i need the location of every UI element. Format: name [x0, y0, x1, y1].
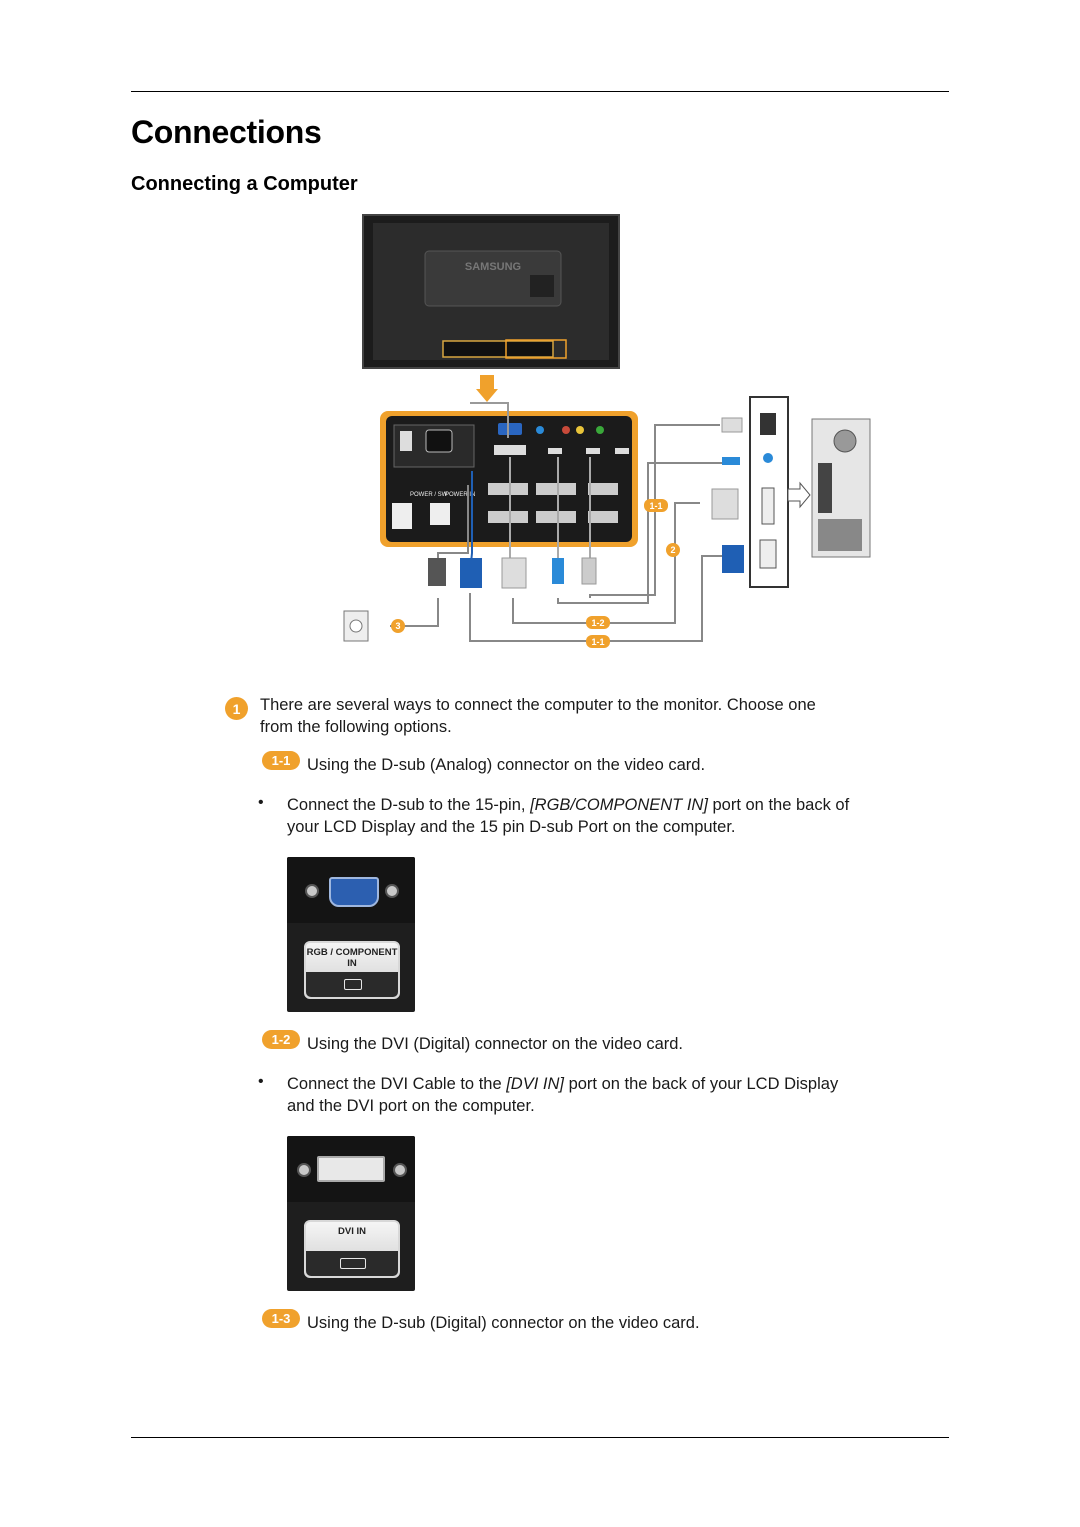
step-1-badge: 1	[225, 697, 248, 720]
bullet-1-2: •	[258, 1073, 264, 1090]
dvi-port-name: [DVI IN]	[506, 1075, 564, 1093]
page-title: Connections	[131, 114, 322, 150]
svg-text:1-1: 1-1	[649, 501, 662, 511]
option-1-1-text: Using the D-sub (Analog) connector on th…	[307, 756, 706, 774]
svg-text:1-2: 1-2	[591, 618, 604, 628]
computer-ports-panel	[749, 396, 811, 588]
section-title: Connecting a Computer	[131, 173, 358, 195]
bottom-rule	[131, 1437, 949, 1438]
monitor-back-image: SAMSUNG	[362, 214, 620, 369]
pc-tower-icon	[811, 418, 871, 558]
connection-diagram: SAMSUNG POWER / SW POWER IN	[343, 214, 871, 648]
monitor-brand: SAMSUNG	[465, 261, 521, 273]
step-1-text: There are several ways to connect the co…	[260, 696, 816, 736]
pc-side-plugs	[711, 417, 744, 573]
option-1-3-text: Using the D-sub (Digital) connector on t…	[307, 1314, 700, 1332]
rgb-component-label: RGB / COMPONENT IN	[306, 947, 398, 969]
option-1-2-badge: 1-2	[262, 1030, 300, 1049]
svg-text:POWER / SW: POWER / SW	[410, 492, 448, 498]
rgb-component-port-name: [RGB/COMPONENT IN]	[530, 796, 708, 814]
dvi-port-image: DVI IN	[287, 1136, 415, 1291]
bullet-1-1: •	[258, 794, 264, 811]
wall-outlet-icon	[343, 610, 369, 642]
dvi-in-label: DVI IN	[338, 1226, 366, 1237]
rgb-component-port-image: RGB / COMPONENT IN	[287, 857, 415, 1012]
svg-text:1-1: 1-1	[591, 637, 604, 647]
option-1-2-instruction: Connect the DVI Cable to the [DVI IN] po…	[287, 1075, 839, 1115]
svg-text:2: 2	[670, 545, 675, 555]
option-1-1-instruction: Connect the D-sub to the 15-pin, [RGB/CO…	[287, 796, 850, 836]
option-1-3-badge: 1-3	[262, 1309, 300, 1328]
cable-plugs	[428, 557, 597, 589]
option-1-2-text: Using the DVI (Digital) connector on the…	[307, 1035, 684, 1053]
down-arrow-icon	[476, 375, 498, 402]
top-rule	[131, 91, 949, 92]
svg-text:POWER IN: POWER IN	[445, 492, 475, 498]
svg-text:3: 3	[395, 621, 400, 631]
option-1-1-badge: 1-1	[262, 751, 300, 770]
